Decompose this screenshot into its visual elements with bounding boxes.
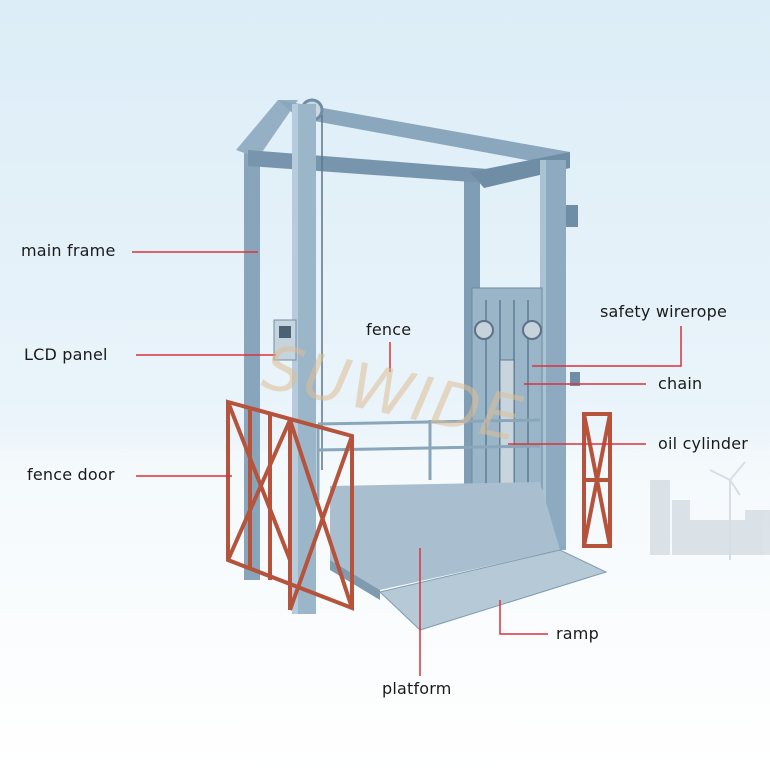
label-fence-door: fence door — [27, 465, 115, 484]
label-fence: fence — [366, 320, 412, 339]
fence-door-frame — [226, 399, 354, 611]
factory-silhouette — [650, 461, 770, 560]
label-lcd-panel: LCD panel — [24, 345, 108, 364]
leader-lines — [132, 251, 682, 676]
back-fence — [316, 418, 541, 500]
ramp-plate — [378, 549, 608, 631]
label-chain: chain — [658, 374, 703, 393]
fence-right-frame — [582, 412, 612, 548]
label-oil-cylinder: oil cylinder — [658, 434, 749, 453]
platform-deck — [330, 482, 560, 590]
label-platform: platform — [382, 679, 452, 698]
label-ramp: ramp — [556, 624, 599, 643]
label-main-frame: main frame — [21, 241, 116, 260]
top-beam-left — [236, 100, 298, 158]
label-safety-wirerope: safety wirerope — [600, 302, 728, 321]
top-beam-back — [278, 100, 570, 168]
